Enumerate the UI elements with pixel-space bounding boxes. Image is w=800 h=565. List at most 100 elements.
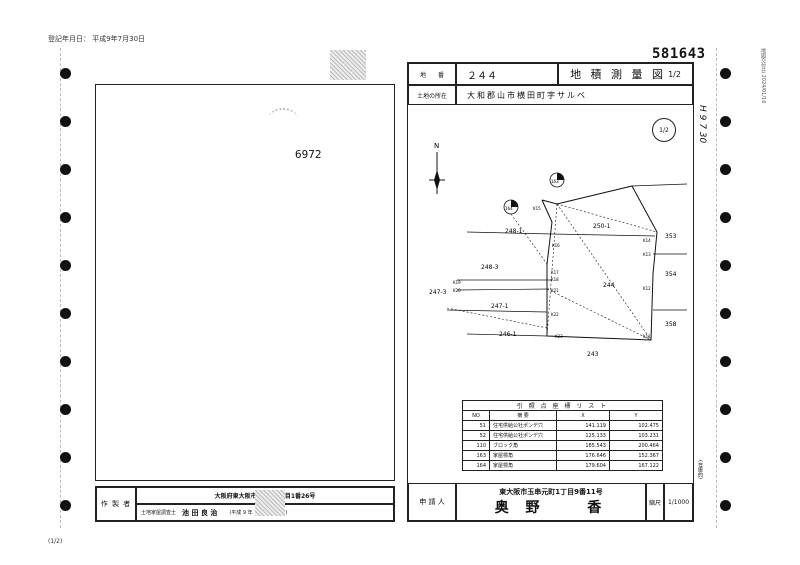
lot-label: 353 [665, 233, 677, 240]
cell-x: 125.133 [556, 430, 610, 441]
cell-y: 102.475 [609, 420, 663, 431]
applicant-label: 申 請 人 [408, 483, 456, 521]
north-label: N [434, 142, 439, 150]
punch-hole [60, 308, 71, 319]
col-header-no: NO [462, 410, 490, 421]
punch-hole [720, 68, 731, 79]
left-number: 6972 [295, 148, 322, 161]
side-note: (在庫的) [697, 460, 703, 479]
form-sheet [60, 48, 717, 528]
punch-hole [60, 260, 71, 271]
lot-label: 247-1 [491, 303, 509, 310]
cell-no: 110 [462, 440, 490, 451]
map-title: 地 積 測 量 図 [570, 68, 667, 81]
table-row: 51 住宅供給公社ポンデ穴 141.119 102.475 [462, 420, 663, 431]
cell-y: 200.464 [609, 440, 663, 451]
surveyor-name: 池 田 良 治 [182, 508, 218, 517]
punch-hole [720, 260, 731, 271]
lot-label: 354 [665, 271, 677, 278]
document-number: 581643 [652, 46, 706, 62]
table-caption: 引 照 点 座 標 リ ス ト [462, 400, 663, 411]
lot-label: 248-3 [481, 264, 499, 271]
cell-no: 52 [462, 430, 490, 441]
point-label: K17 [551, 270, 559, 275]
punch-hole [60, 452, 71, 463]
seal-stamp [255, 490, 285, 516]
cell-desc: ブロック角 [489, 440, 557, 451]
lot-label: 247-3 [429, 289, 447, 296]
cell-no: 164 [462, 460, 490, 471]
punch-hole [60, 356, 71, 367]
location-value: 大和郡山市横田町字サルベ [456, 85, 693, 105]
punch-hole [720, 356, 731, 367]
sheet-fraction: 1/2 [668, 69, 681, 79]
col-header-y: Y [609, 410, 663, 421]
punch-hole [720, 212, 731, 223]
point-label: K23 [555, 334, 563, 339]
scale-value: 1/1000 [664, 483, 693, 521]
surveyor-title: 土地家屋調査士 [141, 510, 177, 516]
cell-y: 167.122 [609, 460, 663, 471]
lot-number: ２４４ [456, 63, 558, 85]
location-label: 土地の所在 [408, 85, 456, 105]
cell-x: 179.604 [556, 460, 610, 471]
punch-hole [60, 116, 71, 127]
col-header-x: X [556, 410, 610, 421]
applicant-name: 奥 野 香 [494, 500, 608, 516]
point-label: K12 [643, 286, 651, 291]
cell-desc: 家屋標角 [489, 460, 557, 471]
point-label: K18 [551, 277, 559, 282]
side-stamp: 地図交付日 2024/01/16 [760, 48, 766, 104]
seal-stamp [330, 50, 366, 80]
table-row: 163 家屋標角 176.646 152.367 [462, 450, 663, 461]
lot-label: 243 [587, 351, 599, 358]
punch-hole [60, 500, 71, 511]
applicant-address: 東大阪市玉串元町1丁目9番11号 [499, 488, 603, 496]
point-label: K21 [551, 288, 559, 293]
cell-no: 163 [462, 450, 490, 461]
table-row: 110 ブロック角 185.543 200.464 [462, 440, 663, 451]
lot-label-main: 244 [603, 282, 615, 289]
point-label: K15 [533, 206, 541, 211]
punch-hole [60, 212, 71, 223]
handwritten-date: H 9 7 30 [697, 105, 707, 144]
punch-hole [60, 404, 71, 415]
point-label: K19 [453, 280, 461, 285]
point-label: K22 [551, 312, 559, 317]
punch-hole [720, 500, 731, 511]
cell-x: 176.646 [556, 450, 610, 461]
lot-label: 250-1 [593, 223, 611, 230]
punch-hole [720, 452, 731, 463]
point-label: K20 [453, 288, 461, 293]
scale-label: 縮尺 [646, 483, 664, 521]
table-row: 164 家屋標角 179.604 167.122 [462, 460, 663, 471]
cell-desc: 住宅供給公社ポンデ穴 [489, 420, 557, 431]
point-label: K13 [643, 252, 651, 257]
cell-desc: 住宅供給公社ポンデ穴 [489, 430, 557, 441]
punch-hole [720, 116, 731, 127]
cell-desc: 家屋標角 [489, 450, 557, 461]
lot-label: 地 番 [408, 63, 456, 85]
punch-hole [720, 404, 731, 415]
left-frame [95, 84, 395, 481]
lot-label: 248-1 [505, 228, 523, 235]
cell-x: 141.119 [556, 420, 610, 431]
right-frame: 地 番 ２４４ 地 積 測 量 図 1/2 土地の所在 大和郡山市横田町字サルベ… [407, 62, 694, 522]
reference-coordinates-table: 引 照 点 座 標 リ ス ト NO 摘 要 X Y 51 住宅供給公社ポンデ穴… [462, 400, 663, 471]
col-header-desc: 摘 要 [489, 410, 557, 421]
punch-hole [720, 308, 731, 319]
page-circle: 1/2 [652, 118, 676, 142]
point-label: 164 [505, 206, 513, 211]
preparer-box: 作 製 者 大阪府東大阪市岩田町3丁目1番26号 土地家屋調査士 池 田 良 治… [95, 486, 395, 522]
point-label: K14 [643, 238, 651, 243]
punch-hole [60, 164, 71, 175]
point-label: K11 [643, 334, 651, 339]
cell-y: 152.367 [609, 450, 663, 461]
page-footer: (1/2) [48, 538, 63, 545]
punch-hole [720, 164, 731, 175]
lot-label: 246-1 [499, 331, 517, 338]
point-label: K16 [552, 243, 560, 248]
punch-hole [60, 68, 71, 79]
lot-label: 358 [665, 321, 677, 328]
north-arrow-icon: N [429, 142, 445, 194]
